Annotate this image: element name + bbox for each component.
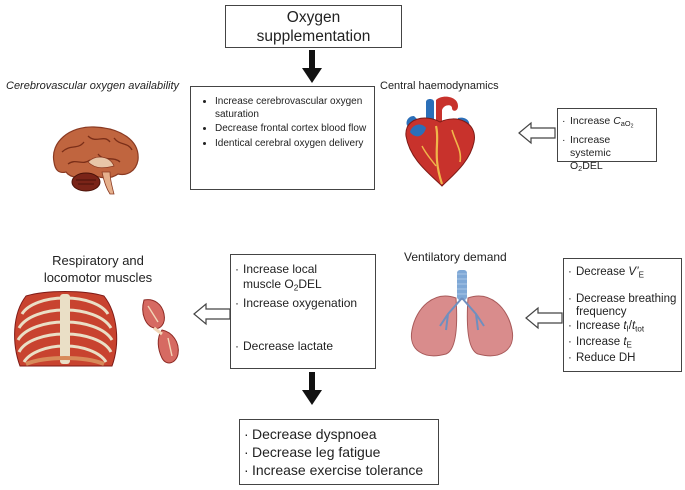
outcome-item-3: ·Increase exercise tolerance [244, 462, 424, 478]
respiratory-locomotor-heading: Respiratory and locomotor muscles [8, 252, 188, 286]
outcome-item-2: ·Decrease leg fatigue [244, 444, 381, 460]
ribcage-icon [14, 291, 118, 367]
respiratory-heading-line2: locomotor muscles [43, 270, 153, 285]
oxygen-supplementation-line1: Oxygen [286, 9, 341, 26]
vent-item-3: · Increase tI/ttot [568, 319, 645, 334]
brain-icon [52, 126, 139, 195]
outcome-item-1: ·Decrease dyspnoea [244, 426, 377, 442]
oxygen-supplementation-line2: supplementation [256, 28, 371, 45]
central-item-1: · Increase CaO2 [562, 115, 634, 130]
cerebro-item-3: Identical cerebral oxygen delivery [215, 138, 368, 151]
ventilatory-demand-heading: Ventilatory demand [404, 250, 507, 264]
hollow-arrow-left-local [193, 302, 231, 326]
local-item-2: ·Increase oxygenation [235, 295, 358, 310]
hollow-arrow-left-vent [525, 306, 563, 330]
muscle-icon [142, 299, 179, 364]
cerebrovascular-heading: Cerebrovascular oxygen availability [6, 80, 180, 92]
down-arrow-1 [302, 50, 322, 83]
central-haemodynamics-heading: Central haemodynamics [380, 80, 499, 92]
respiratory-heading-line1: Respiratory and [52, 253, 144, 268]
cerebro-item-1: Increase cerebrovascular oxygen saturati… [215, 96, 368, 121]
heart-icon [405, 96, 475, 187]
cerebro-item-2: Decrease frontal cortex blood flow [215, 123, 368, 136]
lungs-icon [410, 270, 514, 357]
down-arrow-2 [302, 372, 322, 405]
vent-item-5: ·Reduce DH [568, 351, 636, 364]
vent-item-1: · Decrease V’E [568, 266, 645, 280]
oxygen-supplementation-box: Oxygen supplementation [225, 5, 402, 48]
cerebrovascular-box: Increase cerebrovascular oxygen saturati… [190, 86, 375, 190]
outcome-box: ·Decrease dyspnoea ·Decrease leg fatigue… [239, 419, 439, 485]
hollow-arrow-left-central [518, 121, 556, 145]
local-item-3: ·Decrease lactate [235, 338, 334, 353]
vent-item-4: · Increase tE [568, 335, 632, 350]
